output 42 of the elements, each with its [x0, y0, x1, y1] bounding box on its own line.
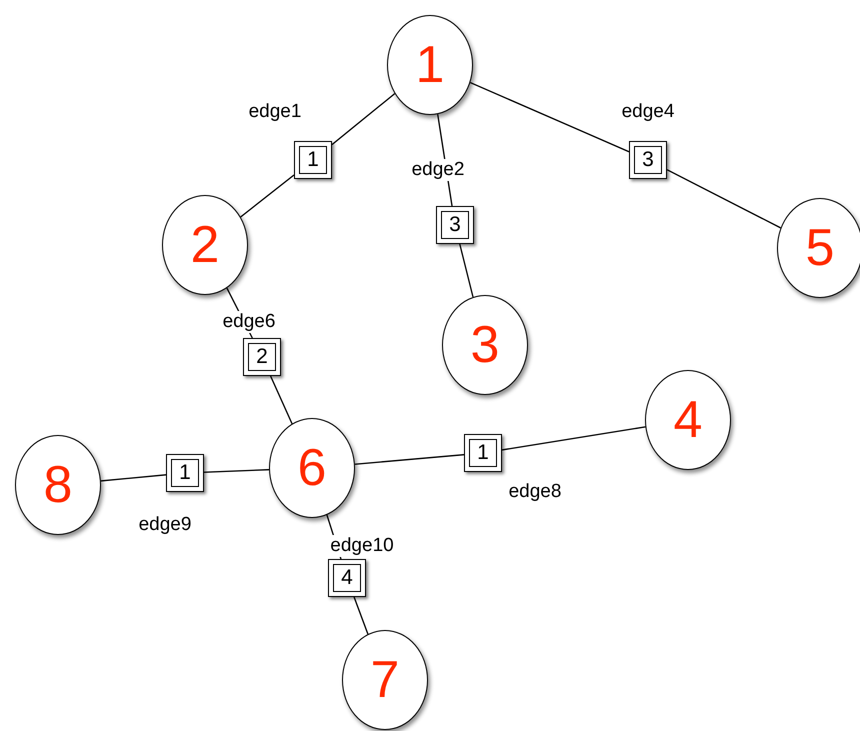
- weight-value: 2: [248, 343, 276, 371]
- weight-box: [436, 206, 474, 244]
- edge-name: edge2: [410, 159, 466, 181]
- edge-name: edge10: [329, 535, 395, 557]
- edge-name: edge6: [222, 311, 276, 333]
- node-number: 2: [190, 219, 220, 271]
- edge-name: edge4: [620, 101, 676, 123]
- weight-value: 3: [634, 146, 662, 174]
- weight-box: [328, 559, 366, 597]
- weight-value: 3: [441, 211, 469, 239]
- connector-line: [666, 169, 781, 228]
- weight-value: 1: [469, 439, 497, 467]
- weight-box: [294, 141, 332, 179]
- node-number: 6: [298, 442, 326, 494]
- edge-name: edge9: [138, 514, 192, 536]
- connector-line: [100, 474, 166, 482]
- connector-line: [470, 82, 630, 152]
- connector-line: [270, 376, 293, 424]
- weight-box: [243, 338, 281, 376]
- node-number: 1: [416, 39, 444, 91]
- connector-line: [502, 426, 646, 451]
- node-circle: [387, 15, 473, 115]
- weight-box: [629, 141, 667, 179]
- weight-value: 1: [299, 146, 327, 174]
- node-number: 7: [370, 654, 400, 706]
- connector-line: [204, 469, 270, 473]
- node-number: 4: [674, 394, 702, 446]
- weight-value: 4: [333, 564, 361, 592]
- node-circle: [777, 198, 860, 298]
- weight-box: [166, 454, 204, 492]
- connector-line: [353, 596, 369, 634]
- connector-line: [354, 454, 464, 465]
- weight-value: 1: [171, 459, 199, 487]
- weight-box: [464, 434, 502, 472]
- connector-line: [332, 93, 396, 146]
- node-number: 5: [806, 222, 834, 274]
- node-number: 3: [470, 319, 500, 371]
- connector-line: [240, 174, 294, 218]
- node-number: 8: [44, 459, 72, 511]
- connector-line: [459, 244, 474, 298]
- edge-name: edge1: [248, 101, 302, 123]
- edge-name: edge8: [508, 481, 562, 503]
